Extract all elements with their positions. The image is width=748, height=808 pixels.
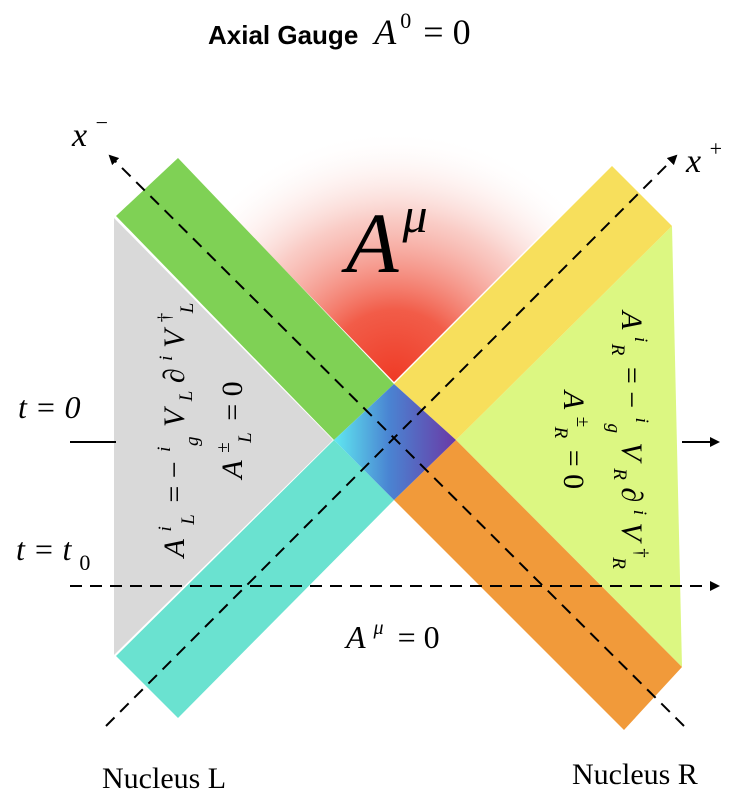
right-formula-line1: A i R = − i g V R ∂ i V † R	[601, 309, 662, 569]
right-formula-line2: A ± R = 0	[548, 389, 603, 489]
right-region	[456, 226, 682, 667]
left-region	[114, 218, 333, 655]
x-minus-label: x −	[71, 110, 108, 154]
top-region-label: A μ	[341, 187, 428, 291]
x-plus-label: x +	[685, 136, 722, 180]
top-glow-region	[178, 131, 610, 382]
bottom-region-label: A μ = 0	[344, 605, 440, 655]
x-plus-axis	[105, 154, 678, 727]
page-title: Axial Gauge A 0 = 0	[208, 8, 471, 52]
x-minus-axis	[108, 154, 685, 727]
t-zero-label: t = 0	[18, 389, 80, 425]
center-overlap	[334, 384, 456, 500]
nucleus-left-label: Nucleus L	[102, 762, 226, 795]
yellow-band	[394, 166, 672, 440]
right-region-formula: A i R = − i g V R ∂ i V † R A ± R = 0	[548, 309, 662, 569]
t-t0-label: t = t 0	[16, 531, 90, 575]
nucleus-right-label: Nucleus R	[572, 758, 698, 791]
left-formula-line2: A ± L = 0	[203, 381, 258, 480]
left-formula-line1: A i L = − i g V L ∂ i V † L	[144, 303, 205, 560]
cyan-band	[116, 440, 394, 718]
left-region-formula: A i L = − i g V L ∂ i V † L A ± L = 0	[144, 303, 258, 560]
